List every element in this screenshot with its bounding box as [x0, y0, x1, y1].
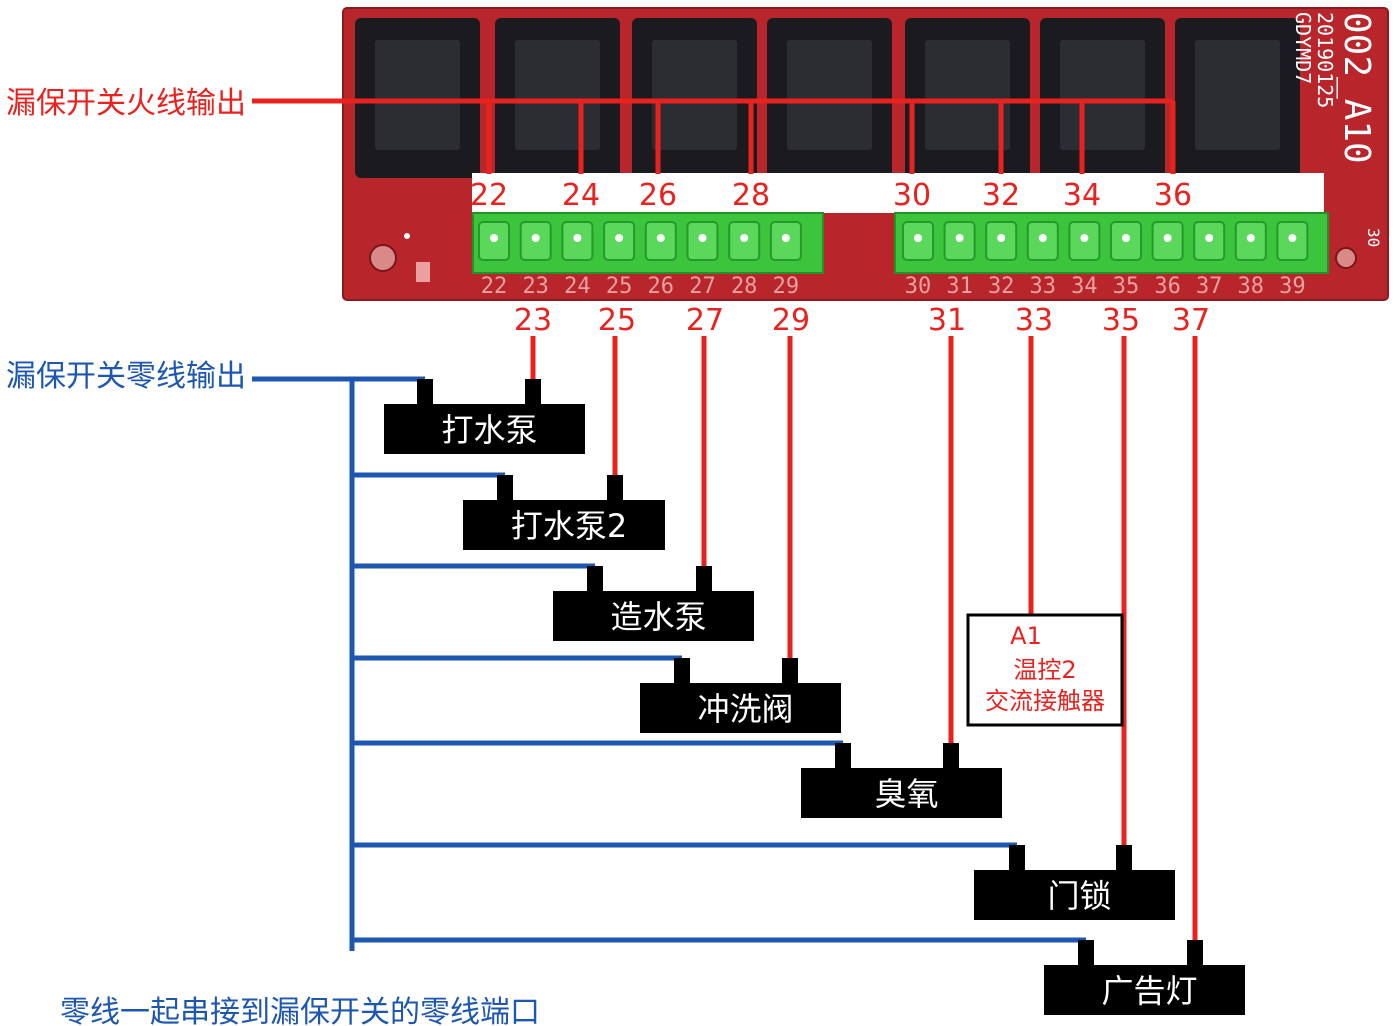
terminal-screw [1110, 221, 1142, 261]
board-date: 20190125 [1313, 12, 1337, 108]
pin-label: 30 [905, 274, 932, 299]
pin-label: 35 [1113, 274, 1140, 299]
device-live-wires [530, 336, 1198, 940]
mounting-hole [369, 244, 397, 272]
terminal-number-bottom: 33 [1015, 303, 1053, 338]
contactor-box: A1 温控2 交流接触器 [966, 613, 1124, 727]
terminal-screw [644, 221, 677, 261]
mounting-hole [1335, 247, 1357, 269]
terminal-screw [561, 221, 594, 261]
terminal-number-top: 34 [1063, 178, 1101, 213]
pin-label: 31 [946, 274, 973, 299]
top-terminal-numbers: 22 24 26 28 30 32 34 36 [470, 178, 1192, 213]
board-code: GDYMD7 [1291, 12, 1315, 84]
pin-label: 23 [522, 274, 549, 299]
board-model: 002_A10 [1336, 12, 1377, 164]
device-block: 冲洗阀 [640, 658, 841, 733]
terminal-number-top: 22 [470, 178, 508, 213]
relay-row [355, 18, 1300, 178]
terminal-screw [985, 221, 1018, 261]
pin-label: 36 [1154, 274, 1181, 299]
terminal-number-top: 26 [639, 178, 677, 213]
pin-label: 39 [1279, 274, 1306, 299]
device-block: 臭氧 [801, 743, 1002, 818]
device-block: 门锁 [974, 845, 1175, 920]
footer-note: 零线一起串接到漏保开关的零线端口 [60, 995, 540, 1026]
pin-label: 24 [564, 274, 591, 299]
device-label: 门锁 [1047, 877, 1111, 915]
terminal-screw [902, 221, 934, 261]
live-drops [486, 101, 1176, 174]
terminal-number-top: 32 [982, 178, 1020, 213]
terminal-number-bottom: 25 [598, 303, 636, 338]
terminal-screw [1193, 221, 1226, 261]
terminal-screw [519, 221, 552, 261]
device-label: 造水泵 [610, 598, 706, 636]
pin-label: 25 [606, 274, 633, 299]
pin-label: 22 [481, 274, 508, 299]
contactor-title: 温控2 [1013, 656, 1076, 684]
device-label: 打水泵 [441, 411, 537, 449]
pin-label: 26 [648, 274, 675, 299]
device-block: 打水泵2 [463, 475, 665, 550]
device-label: 打水泵2 [511, 507, 627, 545]
pin-label: 27 [689, 274, 716, 299]
neutral-output-label: 漏保开关零线输出 [6, 359, 246, 394]
device-block: 造水泵 [553, 566, 754, 641]
pin-label: 29 [773, 274, 800, 299]
pin-label: 32 [988, 274, 1015, 299]
neutral-wires [252, 376, 1086, 951]
contactor-desc: 交流接触器 [985, 687, 1105, 715]
terminal-screw [1068, 221, 1101, 261]
terminal-screw [943, 221, 976, 261]
device-block: 广告灯 [1044, 940, 1245, 1015]
terminal-number-top: 24 [562, 178, 600, 213]
board-corner-label: 30 [1364, 228, 1383, 247]
pin-label: 34 [1071, 274, 1098, 299]
terminal-connector-left [472, 212, 824, 274]
terminal-number-bottom: 29 [772, 303, 810, 338]
terminal-screw [1234, 221, 1267, 261]
device-label: 广告灯 [1101, 972, 1197, 1010]
terminal-screw [769, 221, 802, 261]
terminal-number-top: 28 [732, 178, 770, 213]
terminal-number-bottom: 35 [1102, 303, 1140, 338]
terminal-number-bottom: 23 [514, 303, 552, 338]
terminal-screw [686, 221, 719, 261]
live-output-label: 漏保开关火线输出 [6, 86, 246, 121]
pin-label: 38 [1238, 274, 1265, 299]
terminal-number-top: 30 [893, 178, 931, 213]
device-block: 打水泵 [384, 379, 585, 454]
pin-label: 28 [731, 274, 758, 299]
device-label: 冲洗阀 [697, 690, 793, 728]
terminal-number-bottom: 27 [686, 303, 724, 338]
pin-label: 37 [1196, 274, 1223, 299]
terminal-screw [478, 221, 510, 261]
terminal-number-bottom: 37 [1172, 303, 1210, 338]
terminal-screw [1151, 221, 1184, 261]
terminal-label-band [472, 173, 1324, 213]
terminal-screw [603, 221, 636, 261]
terminal-screw [1026, 221, 1059, 261]
contactor-terminal: A1 [1010, 622, 1042, 650]
device-label: 臭氧 [874, 775, 938, 813]
terminal-screw [728, 221, 761, 261]
pin-labels: 22 23 24 25 26 27 28 29 30 31 32 33 34 35 36 37 38 39 [481, 274, 1306, 299]
terminal-screw [1276, 221, 1309, 261]
terminal-number-top: 36 [1154, 178, 1192, 213]
terminal-connector-right [894, 212, 1329, 274]
pin-label: 33 [1030, 274, 1057, 299]
bottom-terminal-numbers: 23 25 27 29 31 33 35 37 [514, 303, 1210, 338]
terminal-number-bottom: 31 [928, 303, 966, 338]
